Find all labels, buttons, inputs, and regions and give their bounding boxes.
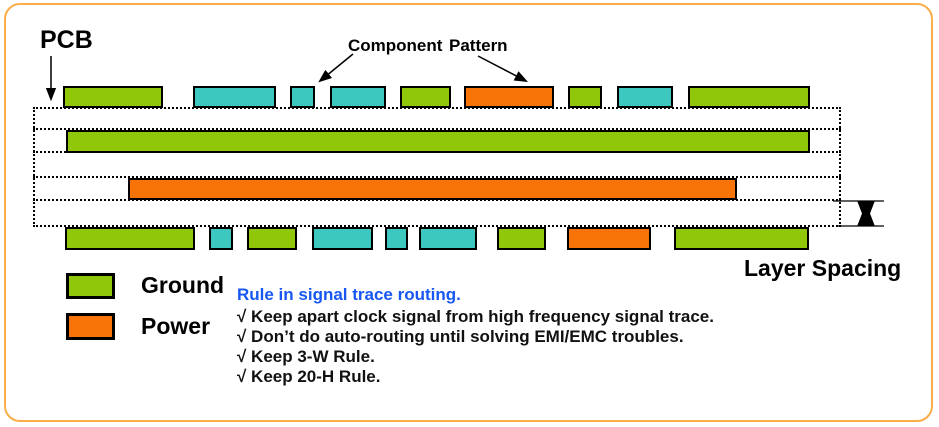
component-pattern (63, 86, 163, 108)
component-pattern (464, 86, 554, 108)
layer-spacing-label: Layer Spacing (744, 255, 902, 281)
frame-border (4, 3, 933, 422)
pattern-label: Pattern (449, 36, 508, 55)
pcb-label: PCB (40, 26, 93, 54)
ground-plane (66, 130, 810, 153)
pcb-outline (33, 107, 841, 227)
component-pattern (497, 227, 546, 250)
rules-panel: Rule in signal trace routing. √ Keep apa… (237, 285, 714, 387)
layer-boundary-line (33, 199, 841, 201)
rule-item: √ Keep apart clock signal from high freq… (237, 307, 714, 326)
legend-ground-swatch (66, 273, 115, 299)
rule-item: √ Keep 20-H Rule. (237, 367, 381, 386)
layer-boundary-line (33, 128, 841, 130)
power-plane (128, 178, 737, 200)
component-pattern (193, 86, 276, 108)
component-pattern (674, 227, 809, 250)
rules-title: Rule in signal trace routing. (237, 285, 461, 304)
legend-ground-label: Ground (141, 272, 225, 298)
component-pattern (400, 86, 451, 108)
rule-item: √ Keep 3-W Rule. (237, 347, 375, 366)
component-pattern (617, 86, 673, 108)
legend-power-label: Power (141, 313, 211, 339)
component-pattern (290, 86, 315, 108)
component-pattern (330, 86, 386, 108)
component-pattern (247, 227, 297, 250)
component-pattern (567, 227, 651, 250)
rule-item: √ Don’t do auto-routing until solving EM… (237, 327, 684, 346)
component-pattern (419, 227, 477, 250)
component-label: Component (348, 36, 443, 55)
component-pattern (209, 227, 233, 250)
component-pattern (568, 86, 602, 108)
component-pattern (312, 227, 373, 250)
component-pattern (65, 227, 195, 250)
component-pattern (688, 86, 810, 108)
legend-power-swatch (66, 313, 115, 340)
component-pattern (385, 227, 408, 250)
layer-boundary-line (33, 176, 841, 178)
